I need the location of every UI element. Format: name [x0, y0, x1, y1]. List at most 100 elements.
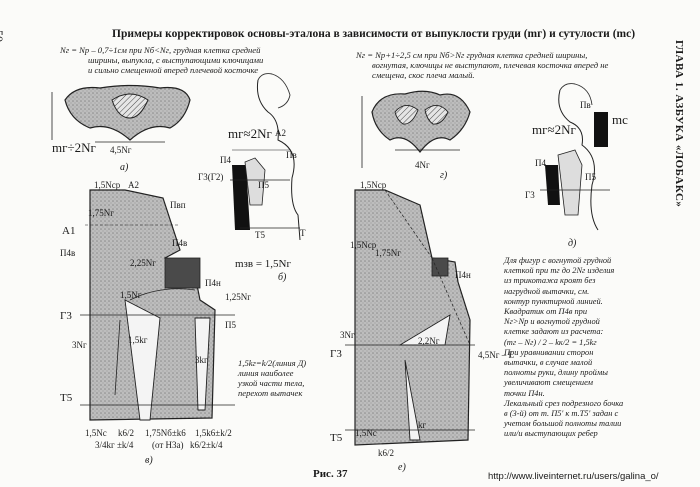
- right-note-line: клеткой при mг до 2Nг изделия: [504, 266, 615, 276]
- label-125: 1,25Nг: [225, 292, 251, 302]
- label-bot-6: (от Н3а): [152, 440, 184, 450]
- caption-d: д): [568, 238, 577, 249]
- label-pv-d: Пв: [580, 100, 591, 110]
- caption-e: е): [398, 462, 406, 473]
- label-3kg: 3kг: [195, 355, 208, 365]
- note-mid-2: линия наиболее: [238, 368, 294, 378]
- label-t5-v: Т5: [60, 392, 73, 404]
- diagram-b-profile: [230, 73, 301, 241]
- right-note-line: Для фигур с вогнутой грудной: [504, 256, 612, 265]
- label-p5-v: П5: [225, 320, 236, 330]
- label-p4v: П4в: [60, 248, 76, 258]
- label-mc: mс: [612, 112, 628, 127]
- diagram-v-bodice-pattern: [80, 189, 235, 421]
- label-bot-2: k6/2: [118, 428, 135, 438]
- label-top-v: 1,5Nср: [94, 180, 121, 190]
- note-mid-4: перехот вытачек: [238, 388, 303, 398]
- right-note-line: Лекальный срез подрезного бочка: [504, 398, 624, 408]
- label-pv-b: Пв: [286, 150, 297, 160]
- right-note-line: из трикотажа кроят без: [504, 276, 596, 286]
- diagram-g-chest-section: [361, 90, 471, 168]
- note-top-left-3: и сильно смещенной вперед плечевой косто…: [88, 65, 259, 75]
- right-note-line: точки П4н.: [504, 388, 545, 398]
- diagram-a-chest-section: [51, 84, 191, 143]
- label-e-g3: Г3: [330, 348, 342, 360]
- label-e-t5: Т5: [330, 432, 343, 444]
- label-top-e: 1,5Nср: [360, 180, 387, 190]
- figure-caption: Рис. 37: [313, 468, 348, 480]
- right-note-line: При уравнивании сторон: [504, 347, 594, 357]
- label-e-175: 1,75Nг: [375, 248, 401, 258]
- label-a1: А1: [62, 225, 76, 237]
- label-g3g2: Г3(Г2): [198, 172, 224, 182]
- label-e-22: 2,2Nг: [418, 336, 440, 346]
- label-bot-5: 3/4kг ±k/4: [95, 440, 134, 450]
- note-top-left-1: Nг = Nр – 0,7÷1см при Nб<Nг, грудная кле…: [60, 45, 261, 55]
- right-note-line: или/и выступающих ребер: [504, 429, 598, 439]
- label-p4v-2: П4в: [172, 238, 188, 248]
- right-note-line: контур пунктирной линией.: [504, 296, 603, 306]
- right-note-line: (mг – Nг) / 2 – kк/2 = 1,5kг: [504, 337, 597, 347]
- label-pvp: Пвп: [170, 200, 186, 210]
- note-top-right-1: Nг = Nр+1÷2,5 см при Nб>Nг грудная клетк…: [356, 50, 588, 60]
- right-note-line: полноты руки, длину проймы: [504, 368, 608, 378]
- label-e-kg: kг: [418, 420, 427, 430]
- watermark-url: http://www.liveinternet.ru/users/galina_…: [488, 471, 659, 482]
- caption-b: б): [278, 272, 287, 283]
- label-225: 2,25Nг: [130, 258, 156, 268]
- label-a2-b: А2: [275, 128, 286, 138]
- label-bot-7: k6/2±k/4: [190, 440, 223, 450]
- label-e-15n: 1,5Nс: [355, 428, 377, 438]
- caption-g: г): [440, 170, 448, 181]
- note-mid-3: узкой части тела,: [238, 378, 305, 388]
- label-mg-a: mг÷2Nг: [52, 140, 96, 155]
- label-15-v: 1,5Nг: [120, 290, 142, 300]
- label-4ng: 4Nг: [415, 160, 430, 170]
- label-p4n: П4н: [205, 278, 221, 288]
- label-bot-3: 1,75Nб±k6: [145, 428, 186, 438]
- label-mg-b: mг≈2Nг: [228, 126, 272, 141]
- label-a2-v: А2: [128, 180, 139, 190]
- label-mg-d: mг≈2Nг: [532, 122, 576, 137]
- label-g3-v: Г3: [60, 310, 72, 322]
- label-t5-b: Т5: [255, 230, 265, 240]
- right-note-line: Nг>Nр и вогнутой грудной: [504, 317, 600, 327]
- caption-a: а): [120, 162, 129, 173]
- label-p5-b: П5: [258, 180, 269, 190]
- label-e-15: 1,5Nср: [350, 240, 377, 250]
- right-note-line: нагрудной вытачки, см.: [504, 286, 590, 296]
- right-note-line: вытачки, в случае малой: [504, 358, 593, 368]
- label-p5-d: П5: [585, 172, 596, 182]
- label-mzv: mзв = 1,5Nг: [235, 258, 292, 270]
- label-p4-b: П4: [220, 155, 231, 165]
- label-e-k62: k6/2: [378, 448, 395, 458]
- label-g3-d: Г3: [525, 190, 535, 200]
- diagram-e-bodice-pattern: [345, 189, 475, 446]
- label-3-v: 3Nг: [72, 340, 87, 350]
- note-top-right-2: вогнутая, ключицы не выступают, плечевая…: [372, 60, 609, 70]
- note-top-left-2: ширины, выпукла, с выступающими ключицам…: [88, 55, 264, 65]
- right-note-line: учетом большой полноты талии: [504, 419, 622, 429]
- right-note-block: Для фигур с вогнутой грудной клеткой при…: [504, 256, 639, 440]
- diagram-d-profile: [540, 83, 610, 231]
- label-p4-d: П4: [535, 158, 546, 168]
- right-note-line: увеличивают смещением: [504, 378, 593, 388]
- right-note-line: клетке задают из расчета:: [504, 327, 604, 337]
- label-bot-1: 1,5Nс: [85, 428, 107, 438]
- label-15kg: 1,5kг: [128, 335, 148, 345]
- label-e-p4n: П4н: [455, 270, 471, 280]
- caption-v: в): [145, 455, 153, 466]
- label-e-45: 4,5Nг – L: [478, 350, 514, 360]
- right-note-line: в (3-й) от т. П5' к т.Т5' задан с: [504, 409, 619, 419]
- label-175: 1,75Nг: [88, 208, 114, 218]
- page-title: Примеры корректировок основы-эталона в з…: [112, 28, 636, 40]
- label-45ng: 4,5Nг: [110, 145, 132, 155]
- note-top-right-3: смещена, скос плеча малый.: [372, 70, 475, 80]
- label-t-b: Т: [300, 228, 306, 238]
- label-bot-4: 1,5k6±k/2: [195, 428, 232, 438]
- note-mid-1: 1,5kг=k/2(линия Д): [238, 358, 307, 368]
- right-note-line: Квадратик от П4в при: [504, 307, 588, 317]
- label-e-3: 3Nг: [340, 330, 355, 340]
